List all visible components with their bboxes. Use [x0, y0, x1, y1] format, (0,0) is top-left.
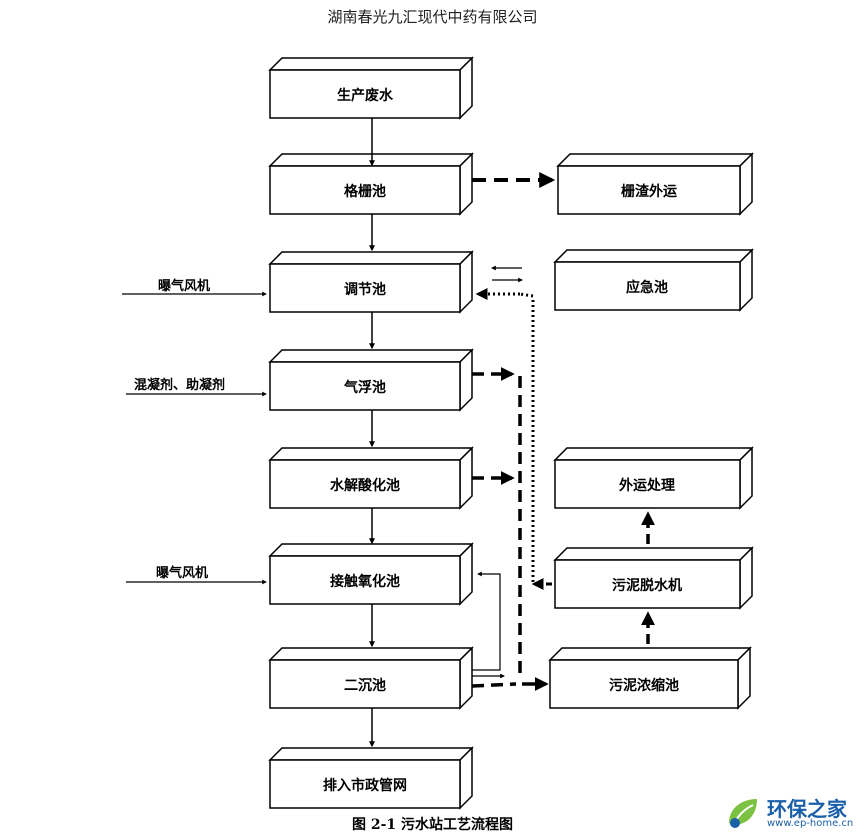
box-contact-oxidation: 接触氧化池 — [268, 542, 474, 606]
figure-caption: 图 2-1 污水站工艺流程图 — [351, 817, 514, 833]
box-label-sludge-thicken: 污泥浓缩池 — [609, 677, 679, 694]
box-label-flotation: 气浮池 — [343, 379, 386, 396]
dotted-return-line — [475, 288, 535, 582]
box-hydrolysis: 水解酸化池 — [268, 446, 474, 510]
sludge-collection-lines — [471, 367, 549, 691]
box-label-hydrolysis: 水解酸化池 — [330, 477, 400, 494]
watermark-url: www.ep-home.cn — [767, 818, 854, 829]
box-flotation: 气浮池 — [268, 348, 474, 412]
watermark-title: 环保之家 — [767, 797, 847, 821]
box-emergency: 应急池 — [553, 248, 754, 312]
label-aeration-fan-2: 曝气风机 — [156, 565, 208, 581]
box-regulating: 调节池 — [268, 250, 474, 314]
box-sludge-thicken: 污泥浓缩池 — [548, 646, 752, 710]
recirculation-lines — [472, 571, 505, 679]
box-label-waste-water: 生产废水 — [337, 87, 394, 104]
recirc-settling-to-oxidation — [472, 571, 501, 671]
box-label-emergency: 应急池 — [626, 279, 668, 296]
box-discharge: 排入市政管网 — [268, 746, 474, 810]
emergency-exchange-arrows — [491, 265, 523, 283]
company-header: 湖南春光九汇现代中药有限公司 — [327, 8, 538, 26]
leaf-logo-icon — [729, 799, 757, 828]
box-label-contact-oxidation: 接触氧化池 — [330, 573, 400, 590]
watermark: 环保之家 www.ep-home.cn — [721, 793, 859, 835]
label-coagulant: 混凝剂、助凝剂 — [134, 377, 225, 393]
box-label-grille-residue: 栅渣外运 — [621, 183, 677, 200]
input-arrows — [122, 291, 267, 585]
dashed-settling-out — [471, 682, 517, 688]
box-sludge-dewater: 污泥脱水机 — [553, 546, 754, 610]
box-external-disposal: 外运处理 — [553, 446, 754, 510]
box-grille-residue: 栅渣外运 — [556, 152, 754, 216]
box-label-grille: 格栅池 — [344, 183, 386, 200]
box-label-discharge: 排入市政管网 — [323, 777, 407, 794]
box-grille: 格栅池 — [268, 152, 474, 216]
label-aeration-fan-1: 曝气风机 — [158, 278, 210, 294]
box-waste-water: 生产废水 — [268, 56, 474, 120]
box-secondary-settling: 二沉池 — [268, 646, 474, 710]
box-label-secondary-settling: 二沉池 — [344, 677, 386, 694]
box-label-sludge-dewater: 污泥脱水机 — [612, 577, 682, 594]
box-label-external-disposal: 外运处理 — [619, 477, 675, 494]
box-label-regulating: 调节池 — [344, 281, 386, 298]
dotted-horizontal — [519, 292, 534, 298]
